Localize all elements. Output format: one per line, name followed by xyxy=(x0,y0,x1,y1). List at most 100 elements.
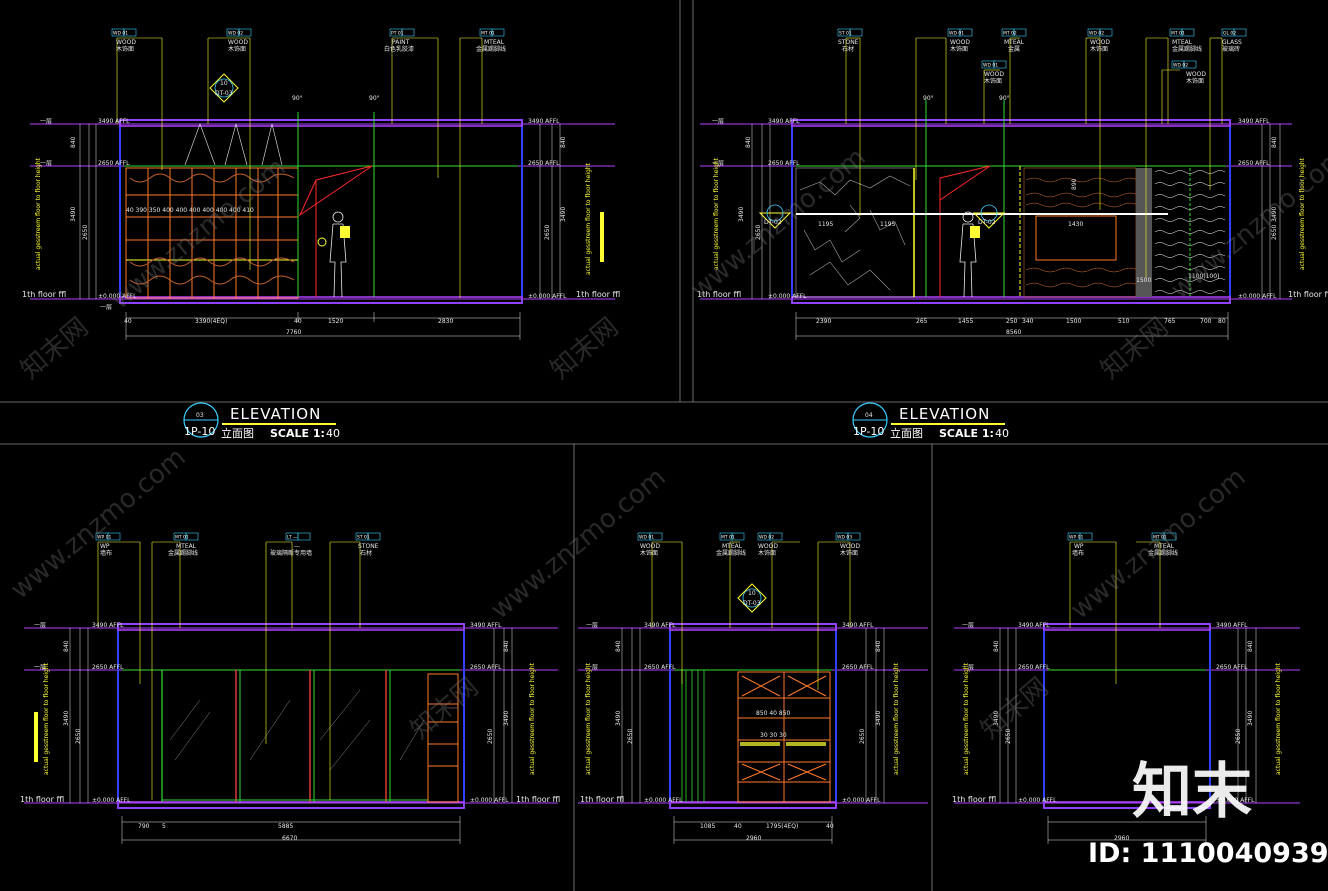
svg-text:MTEAL: MTEAL xyxy=(722,543,743,550)
material-tag-wp01-e: WP 01 WP 墙布 xyxy=(1067,532,1093,557)
wood-grain-panel xyxy=(1023,167,1139,298)
svg-text:MTEAL: MTEAL xyxy=(176,543,197,550)
svg-text:840: 840 xyxy=(1247,640,1254,652)
material-tag-lt: LT — — 玻璃隔断专用墙 xyxy=(270,532,312,557)
svg-text:2650 AFFL: 2650 AFFL xyxy=(470,664,502,671)
svg-text:1195: 1195 xyxy=(818,221,833,228)
svg-text:90°: 90° xyxy=(923,95,934,102)
svg-text:40: 40 xyxy=(294,318,302,325)
elevation-title-04: 04 1P-10 ELEVATION 立面图 SCALE 1: 40 xyxy=(852,402,1009,440)
svg-text:知末网: 知末网 xyxy=(15,312,94,385)
svg-text:2650: 2650 xyxy=(755,225,762,240)
detail-reference-dt03-b: 10 DT-03 xyxy=(737,583,767,613)
material-tag-mt01-e: MT 01 MTEAL 金属踢脚线 xyxy=(1148,532,1178,557)
svg-text:8560: 8560 xyxy=(1006,329,1021,336)
svg-text:石材: 石材 xyxy=(842,45,854,53)
svg-text:840: 840 xyxy=(993,640,1000,652)
svg-text:一层: 一层 xyxy=(34,622,46,629)
svg-text:ST 01: ST 01 xyxy=(839,31,852,37)
svg-text:WOOD: WOOD xyxy=(1090,39,1110,46)
svg-text:250: 250 xyxy=(1006,318,1018,325)
svg-text:3490 AFFL: 3490 AFFL xyxy=(470,622,502,629)
svg-text:actual gesstreem floor to floo: actual gesstreem floor to floor height xyxy=(585,662,592,775)
svg-text:actual gesstreem floor to floo: actual gesstreem floor to floor height xyxy=(713,157,720,270)
svg-text:金属踢脚线: 金属踢脚线 xyxy=(1148,549,1178,557)
svg-text:40: 40 xyxy=(995,427,1009,440)
svg-text:一层: 一层 xyxy=(40,118,52,125)
svg-text:actual gesstreem floor to floo: actual gesstreem floor to floor height xyxy=(1299,157,1306,270)
svg-text:3390(4EQ): 3390(4EQ) xyxy=(195,318,227,325)
svg-text:1th floor ffl: 1th floor ffl xyxy=(516,795,560,804)
svg-text:1th floor ffl: 1th floor ffl xyxy=(576,290,620,299)
svg-text:3490 AFFL: 3490 AFFL xyxy=(768,118,800,125)
svg-text:700: 700 xyxy=(1200,318,1212,325)
svg-text:actual gesstreem floor to floo: actual gesstreem floor to floor height xyxy=(893,662,900,775)
svg-text:SCALE 1:: SCALE 1: xyxy=(270,427,325,440)
svg-text:±0.000 AFFL: ±0.000 AFFL xyxy=(768,293,807,300)
svg-text:MTEAL: MTEAL xyxy=(484,39,505,46)
svg-text:1P-10: 1P-10 xyxy=(853,425,884,438)
svg-text:WOOD: WOOD xyxy=(1186,71,1206,78)
svg-text:3490: 3490 xyxy=(560,207,567,222)
svg-text:WD 03: WD 03 xyxy=(837,535,852,541)
svg-text:1430: 1430 xyxy=(1068,221,1083,228)
svg-text:2390: 2390 xyxy=(816,318,831,325)
svg-text:510: 510 xyxy=(1118,318,1130,325)
svg-text:2650 AFFL: 2650 AFFL xyxy=(644,664,676,671)
svg-text:90°: 90° xyxy=(999,95,1010,102)
brand-logo: 知末 xyxy=(1132,757,1252,827)
svg-text:www.znzmo.com: www.znzmo.com xyxy=(105,152,291,315)
svg-text:2650 AFFL: 2650 AFFL xyxy=(98,160,130,167)
svg-text:3490 AFFL: 3490 AFFL xyxy=(1018,622,1050,629)
material-tag-wd02: WD 02 WOOD 木饰面 xyxy=(226,28,252,53)
svg-text:WOOD: WOOD xyxy=(758,543,778,550)
detail-reference-dt03: 10 DT-03 xyxy=(209,73,239,103)
material-tag-mt01-c: MT 01 MTEAL 金属踢脚线 xyxy=(716,532,746,557)
svg-text:actual gesstreem floor to floo: actual gesstreem floor to floor height xyxy=(585,162,592,275)
svg-text:03: 03 xyxy=(196,412,204,419)
svg-text:金属踢脚线: 金属踢脚线 xyxy=(1172,45,1202,53)
bottom-dimensions-br xyxy=(1047,816,1207,844)
svg-text:WOOD: WOOD xyxy=(116,39,136,46)
elevation-panel-04: DT-02 DT-02 1195 1195 1430 890 1100(100)… xyxy=(697,28,1328,340)
section-ref-07: DT-02 xyxy=(972,204,1006,229)
svg-text:ELEVATION: ELEVATION xyxy=(230,405,321,423)
svg-text:GLASS: GLASS xyxy=(1222,39,1242,46)
svg-text:±0.000 AFFL: ±0.000 AFFL xyxy=(470,797,509,804)
svg-text:1th floor ffl: 1th floor ffl xyxy=(697,290,741,299)
svg-text:3490: 3490 xyxy=(503,711,510,726)
svg-text:2650 AFFL: 2650 AFFL xyxy=(1238,160,1270,167)
svg-text:5885: 5885 xyxy=(278,823,293,830)
svg-text:知末网: 知末网 xyxy=(545,312,624,385)
svg-text:3490 AFFL: 3490 AFFL xyxy=(644,622,676,629)
svg-text:790: 790 xyxy=(138,823,150,830)
section-ref-05: DT-02 xyxy=(758,204,792,229)
svg-text:2650: 2650 xyxy=(1005,729,1012,744)
svg-text:90°: 90° xyxy=(369,95,380,102)
svg-text:3490: 3490 xyxy=(993,711,1000,726)
svg-text:MTEAL: MTEAL xyxy=(1154,543,1175,550)
material-tag-pt01: PT 01 PAINT 白色乳胶漆 xyxy=(384,28,415,53)
svg-text:WOOD: WOOD xyxy=(984,71,1004,78)
material-tag-wp01: WP 01 WP 墙布 xyxy=(95,532,121,557)
svg-text:3490 AFFL: 3490 AFFL xyxy=(528,118,560,125)
svg-text:2650: 2650 xyxy=(1235,729,1242,744)
svg-text:金属踢脚线: 金属踢脚线 xyxy=(476,45,506,53)
svg-text:1P-10: 1P-10 xyxy=(184,425,215,438)
svg-text:墙布: 墙布 xyxy=(100,549,112,557)
elevation-panel-bottom-right: WP 01 WP 墙布 MT 01 MTEAL 金属踢脚线 一层 一层 3490… xyxy=(952,532,1300,844)
material-tag-wd01-c: WD 01 WOOD 木饰面 xyxy=(637,532,663,557)
material-tag-wd01-04b: WD 01 WOOD 木饰面 xyxy=(981,60,1007,85)
svg-text:WD 01: WD 01 xyxy=(639,535,654,541)
svg-text:5: 5 xyxy=(162,823,166,830)
svg-text:actual gesstreem floor to floo: actual gesstreem floor to floor height xyxy=(35,157,42,270)
svg-text:2650 AFFL: 2650 AFFL xyxy=(768,160,800,167)
svg-text:一层: 一层 xyxy=(962,622,974,629)
svg-text:1085: 1085 xyxy=(700,823,715,830)
svg-text:木饰面: 木饰面 xyxy=(840,549,858,557)
svg-text:3490: 3490 xyxy=(875,711,882,726)
svg-text:白色乳胶漆: 白色乳胶漆 xyxy=(384,45,414,53)
svg-text:DT-03: DT-03 xyxy=(215,90,233,97)
svg-text:MT 01: MT 01 xyxy=(1153,535,1167,541)
svg-text:40: 40 xyxy=(326,427,340,440)
